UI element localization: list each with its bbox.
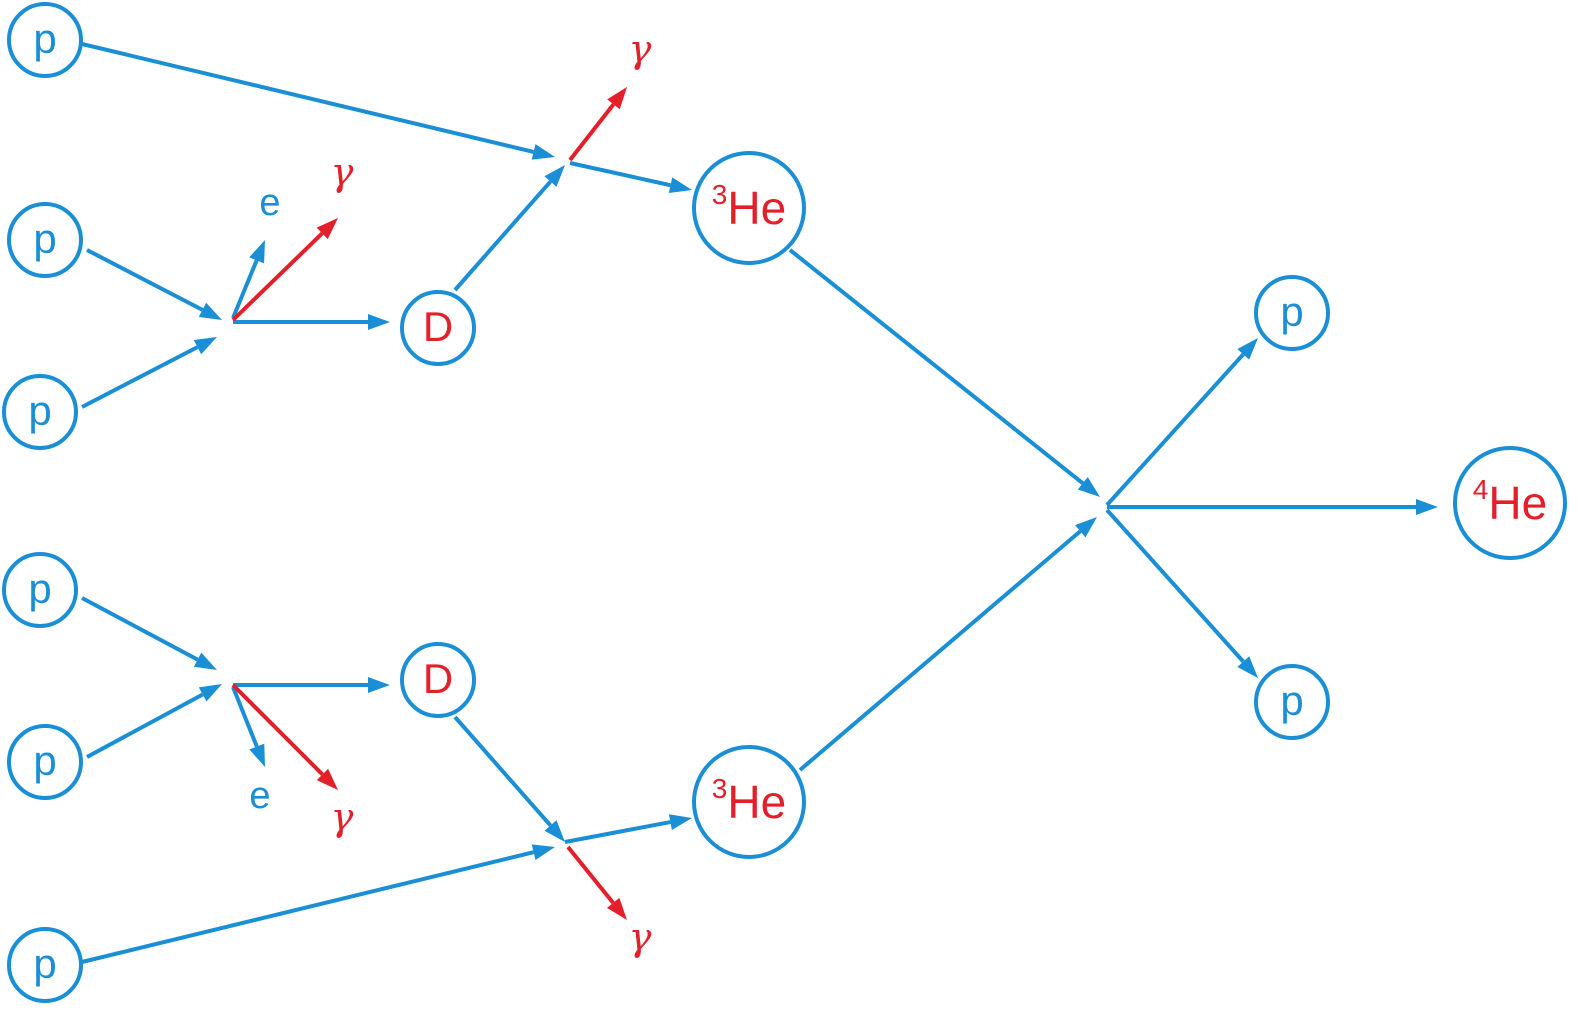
node-proton: p [1254, 275, 1330, 351]
node-proton: p [7, 202, 83, 278]
node-label: p [1280, 288, 1303, 335]
reaction-arrow [231, 240, 265, 319]
reaction-arrow [231, 686, 265, 767]
reaction-arrow [798, 517, 1097, 772]
node-label: D [423, 303, 453, 350]
reaction-arrow [81, 844, 555, 964]
reaction-arrow [233, 677, 390, 693]
reaction-arrows [81, 42, 1438, 964]
node-proton: p [2, 552, 78, 628]
node-label: p [33, 215, 56, 262]
node-label: 3He [712, 773, 786, 828]
reaction-arrow [1105, 338, 1258, 507]
gamma-ray-label: γ [629, 915, 652, 959]
reaction-arrow [81, 337, 217, 409]
node-label: p [28, 565, 51, 612]
reaction-arrow [231, 683, 338, 790]
node-helium-3: 3He [692, 745, 806, 859]
reaction-arrow [566, 845, 627, 920]
node-label: D [423, 655, 453, 702]
node-label: p [33, 737, 56, 784]
node-label: p [33, 15, 56, 62]
reaction-arrow [564, 814, 692, 844]
reaction-arrow [453, 715, 565, 842]
reaction-arrow [568, 87, 627, 162]
electron-label: e [259, 182, 280, 224]
node-deuterium: D [400, 642, 476, 718]
reaction-arrow [231, 218, 338, 322]
gamma-ray-label: γ [629, 27, 652, 71]
reaction-arrow [81, 596, 217, 670]
emission-labels: e γ e γ γ γ [249, 27, 651, 959]
node-proton: p [7, 927, 83, 1003]
reaction-arrow [233, 314, 390, 330]
node-deuterium: D [400, 290, 476, 366]
node-label: p [28, 387, 51, 434]
reaction-arrow [86, 248, 222, 320]
reaction-arrow [86, 684, 222, 759]
node-label: 4He [1473, 474, 1547, 529]
node-label: p [33, 940, 56, 987]
electron-label: e [249, 775, 270, 817]
node-proton: p [7, 2, 83, 78]
gamma-ray-label: γ [331, 795, 354, 839]
node-proton: p [7, 724, 83, 800]
reaction-arrow [81, 42, 555, 160]
node-label: 3He [712, 179, 786, 234]
reaction-arrow [1107, 499, 1438, 515]
node-proton: p [2, 374, 78, 450]
node-helium-4: 4He [1453, 446, 1567, 560]
reaction-arrow [569, 161, 692, 194]
node-label: p [1280, 677, 1303, 724]
gamma-ray-label: γ [331, 150, 354, 194]
reaction-arrow [453, 165, 565, 292]
node-proton: p [1254, 664, 1330, 740]
reaction-arrow [788, 248, 1100, 497]
reaction-arrow [1105, 508, 1258, 678]
node-helium-3: 3He [692, 151, 806, 265]
